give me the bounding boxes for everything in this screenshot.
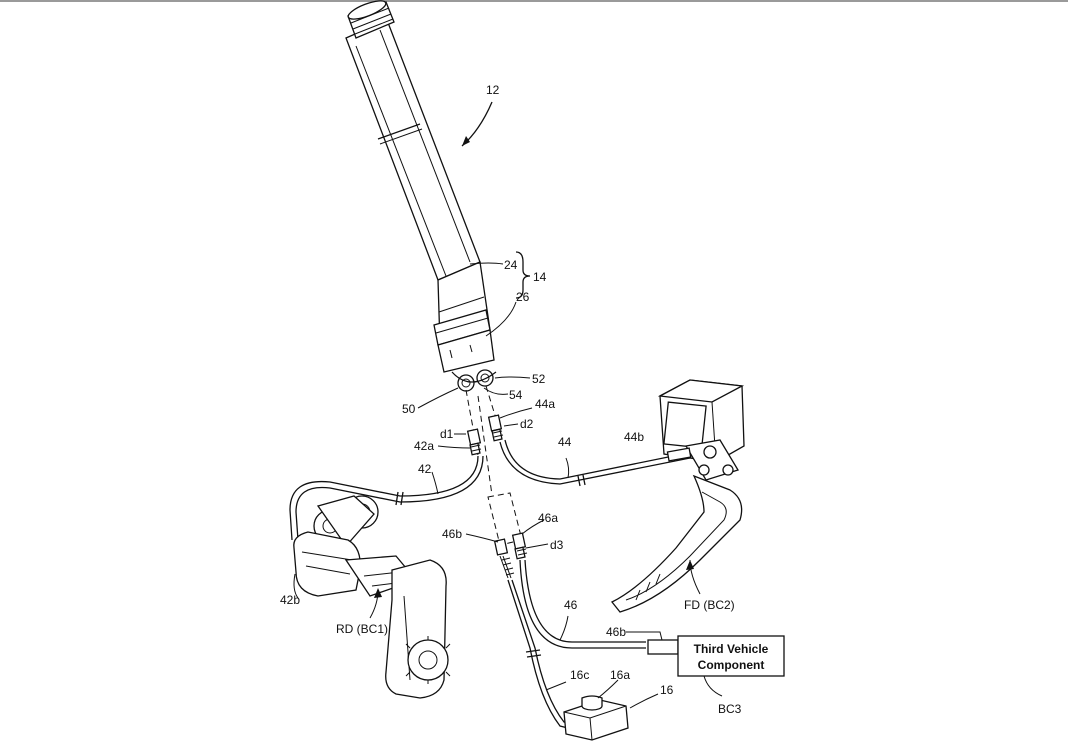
leader-42 xyxy=(431,471,439,495)
label-46: 46 xyxy=(564,598,578,612)
label-d1: d1 xyxy=(440,427,454,441)
label-d3: d3 xyxy=(550,538,564,552)
label-54: 54 xyxy=(509,388,523,402)
cable-44-break-b xyxy=(582,474,586,486)
leader-54 xyxy=(483,387,509,395)
label-50: 50 xyxy=(402,402,416,416)
label-44b: 44b xyxy=(624,430,644,444)
label-44: 44 xyxy=(558,435,572,449)
label-46b-bottom: 46b xyxy=(606,625,626,639)
connector-46b xyxy=(493,538,515,579)
leader-d3 xyxy=(525,543,549,549)
label-42b: 42b xyxy=(280,593,300,607)
third-component-line2: Component xyxy=(698,658,765,672)
label-46a: 46a xyxy=(538,511,558,525)
leader-52 xyxy=(494,376,531,379)
leader-46b-bottom xyxy=(626,631,663,641)
label-24: 24 xyxy=(504,258,518,272)
label-16: 16 xyxy=(660,683,674,697)
leader-24 xyxy=(469,262,504,265)
third-component-line1: Third Vehicle xyxy=(694,642,769,656)
third-vehicle-component: Third Vehicle Component xyxy=(647,635,785,677)
leader-16a xyxy=(597,679,619,699)
label-12: 12 xyxy=(486,83,500,97)
arrowhead-fd xyxy=(686,560,694,570)
arrowhead-12 xyxy=(462,136,470,146)
cable-46 xyxy=(519,559,646,649)
label-26: 26 xyxy=(516,290,530,304)
connector-44a xyxy=(487,414,504,442)
seatpost xyxy=(345,0,497,392)
label-14: 14 xyxy=(533,270,547,284)
label-16a: 16a xyxy=(610,668,630,682)
cable-44 xyxy=(499,441,691,485)
label-16c: 16c xyxy=(570,668,589,682)
leader-44 xyxy=(565,457,570,479)
cable-16c-break-b xyxy=(526,654,542,658)
leader-bc3 xyxy=(703,675,723,697)
cable-44-break-a xyxy=(577,475,581,487)
battery-unit xyxy=(563,695,629,741)
window-top-border xyxy=(0,0,1068,2)
label-46b-top: 46b xyxy=(442,527,462,541)
label-fd: FD (BC2) xyxy=(684,598,735,612)
cable-44-edge xyxy=(504,439,689,480)
cable-42-edge xyxy=(295,455,484,541)
label-rd: RD (BC1) xyxy=(336,622,388,636)
connector-42a xyxy=(466,428,482,456)
arrowhead-rd xyxy=(374,588,382,598)
leader-46 xyxy=(559,615,569,641)
cable-42 xyxy=(289,455,479,541)
label-bc3: BC3 xyxy=(718,702,742,716)
cable-46-edge xyxy=(524,559,646,643)
leader-42a xyxy=(437,445,471,449)
label-42a: 42a xyxy=(414,439,434,453)
cable-16c-break-a xyxy=(525,649,541,653)
label-52: 52 xyxy=(532,372,546,386)
cable-42-break-b xyxy=(400,491,404,506)
cable-16c-edge xyxy=(511,579,577,725)
axis-46a xyxy=(477,395,493,496)
leader-46b-top xyxy=(465,533,499,543)
leader-50 xyxy=(417,387,459,409)
connector-46a xyxy=(511,532,528,560)
leader-26 xyxy=(485,301,517,337)
rear-derailleur xyxy=(293,495,451,699)
leader-d2 xyxy=(503,423,519,427)
cable-42-break-a xyxy=(395,491,399,506)
leader-16 xyxy=(629,693,659,709)
leader-46a xyxy=(521,519,545,535)
brace-14 xyxy=(515,251,531,299)
front-derailleur xyxy=(610,379,745,613)
label-d2: d2 xyxy=(520,417,534,431)
leader-44a xyxy=(499,407,533,419)
leader-16c xyxy=(545,681,567,691)
label-44a: 44a xyxy=(535,397,555,411)
leader-42b xyxy=(293,573,299,599)
label-42: 42 xyxy=(418,462,432,476)
